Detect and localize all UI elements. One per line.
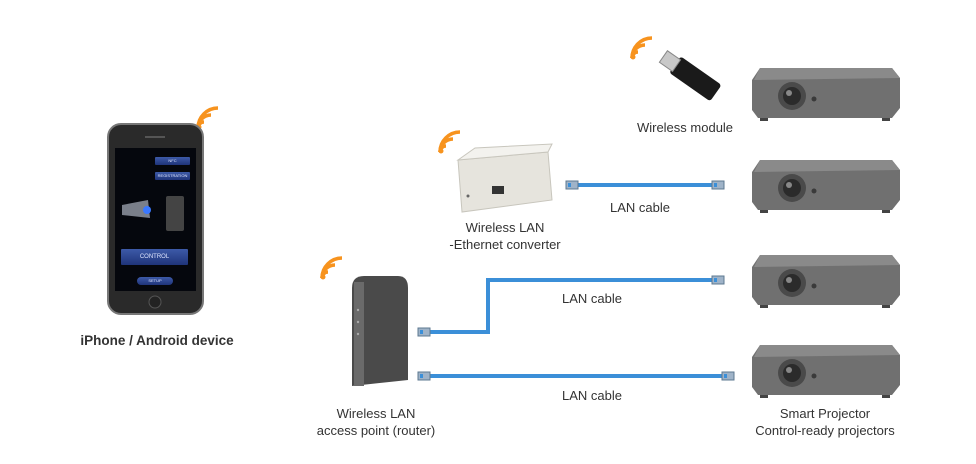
router-label: Wireless LAN access point (router): [317, 405, 436, 439]
wifi-icon-router: [318, 256, 344, 282]
lan-cable-label-3: LAN cable: [562, 388, 622, 403]
phone-label: iPhone / Android device: [80, 333, 234, 348]
lan-cable-label-1: LAN cable: [610, 200, 670, 215]
projectors-label-line1: Smart Projector: [779, 406, 871, 421]
router-label-line1: Wireless LAN: [336, 406, 416, 421]
wifi-icon-converter: [436, 130, 462, 156]
projector-4: [752, 345, 900, 398]
projectors-label-line2: Control-ready projectors: [755, 423, 895, 438]
phone-control-button: CONTROL: [121, 249, 188, 265]
wifi-icon-module: [628, 36, 654, 62]
converter-label-line1: Wireless LAN: [465, 220, 545, 235]
wireless-module-device: [658, 50, 721, 101]
lan-cable-label-2: LAN cable: [562, 291, 622, 306]
projector-1: [752, 68, 900, 121]
smartphone: [107, 123, 204, 315]
converter-label: Wireless LAN -Ethernet converter: [449, 219, 560, 253]
phone-setup-button: SETUP: [137, 277, 173, 285]
phone-registration-button: REGISTRATION: [155, 172, 190, 180]
router-label-line2: access point (router): [316, 423, 436, 438]
wireless-module-label: Wireless module: [636, 120, 734, 135]
wireless-lan-router: [352, 276, 408, 386]
lan-cable-converter: [565, 180, 725, 190]
projector-3: [752, 255, 900, 308]
phone-nfc-button: NFC: [155, 157, 190, 165]
lan-cable-router-upper: [417, 275, 725, 337]
projector-2: [752, 160, 900, 213]
wireless-lan-ethernet-converter: [456, 143, 553, 213]
converter-label-line2: -Ethernet converter: [449, 237, 561, 252]
wifi-icon-phone: [194, 106, 220, 132]
lan-cable-router-lower: [417, 371, 735, 381]
